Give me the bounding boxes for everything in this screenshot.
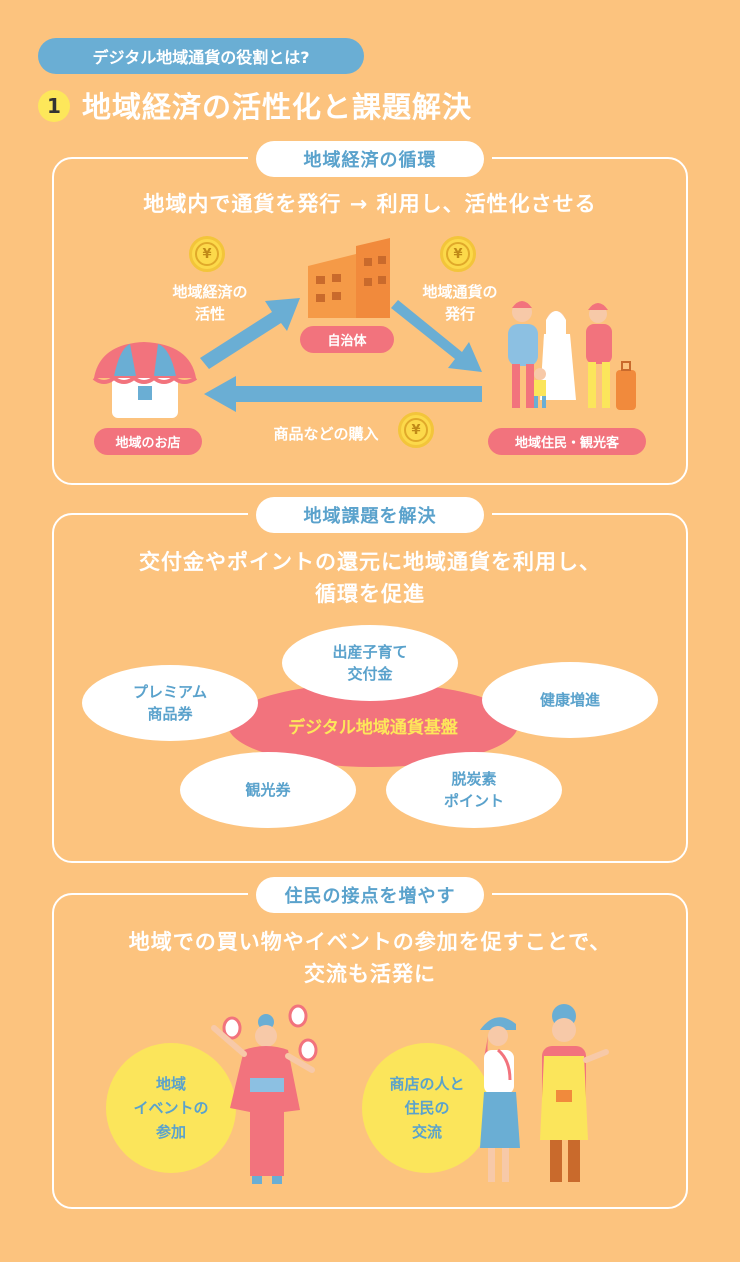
header-pill: デジタル地域通貨の役割とは?	[38, 38, 364, 74]
page-title: 地域経済の活性化と課題解決	[82, 90, 473, 124]
item-tourism-ticket: 観光券	[180, 752, 356, 828]
coin-icon: ¥	[398, 412, 434, 448]
circle-local-event: 地域イベントの参加	[106, 1043, 236, 1173]
cycle-arrows	[200, 298, 482, 412]
shop-icon	[92, 342, 198, 418]
lead-solve: 交付金やポイントの還元に地域通貨を利用し、循環を促進	[139, 550, 601, 606]
coin-icon: ¥	[189, 236, 225, 272]
arrow-shop-to-city	[200, 298, 300, 369]
item-decarbonization-points: 脱炭素ポイント	[386, 752, 562, 828]
residents-tourists-illustration	[508, 301, 636, 410]
lead-touchpoints: 地域での買い物やイベントの参加を促すことで、交流も活発に	[128, 930, 612, 986]
note-purchase: 商品などの購入	[273, 425, 379, 443]
section-number-badge: 1	[38, 90, 70, 122]
arrow-people-to-shop	[204, 376, 482, 412]
item-premium-voucher: プレミアム商品券	[82, 665, 258, 741]
section-title-touchpoints: 住民の接点を増やす	[256, 877, 484, 913]
section-title-economy: 地域経済の循環	[256, 141, 484, 177]
arrow-city-to-people	[391, 300, 482, 372]
coin-icon: ¥	[440, 236, 476, 272]
lead-economy: 地域内で通貨を発行 → 利用し、活性化させる	[143, 192, 597, 216]
shopper-and-shopkeeper-illustration	[480, 1004, 609, 1182]
circle-shop-interaction: 商店の人と住民の交流	[362, 1043, 492, 1173]
item-health: 健康増進	[482, 662, 658, 738]
tag-city: 自治体	[300, 326, 394, 353]
city-hall-building-icon	[308, 238, 390, 318]
tag-shop: 地域のお店	[94, 428, 202, 455]
note-activate: 地域経済の活性	[172, 283, 248, 323]
note-issue: 地域通貨の発行	[422, 283, 498, 323]
item-childcare-grant: 出産子育て交付金	[282, 625, 458, 701]
festival-woman-illustration	[211, 1004, 318, 1184]
tag-residents: 地域住民・観光客	[488, 428, 646, 455]
section-title-solve: 地域課題を解決	[256, 497, 484, 533]
